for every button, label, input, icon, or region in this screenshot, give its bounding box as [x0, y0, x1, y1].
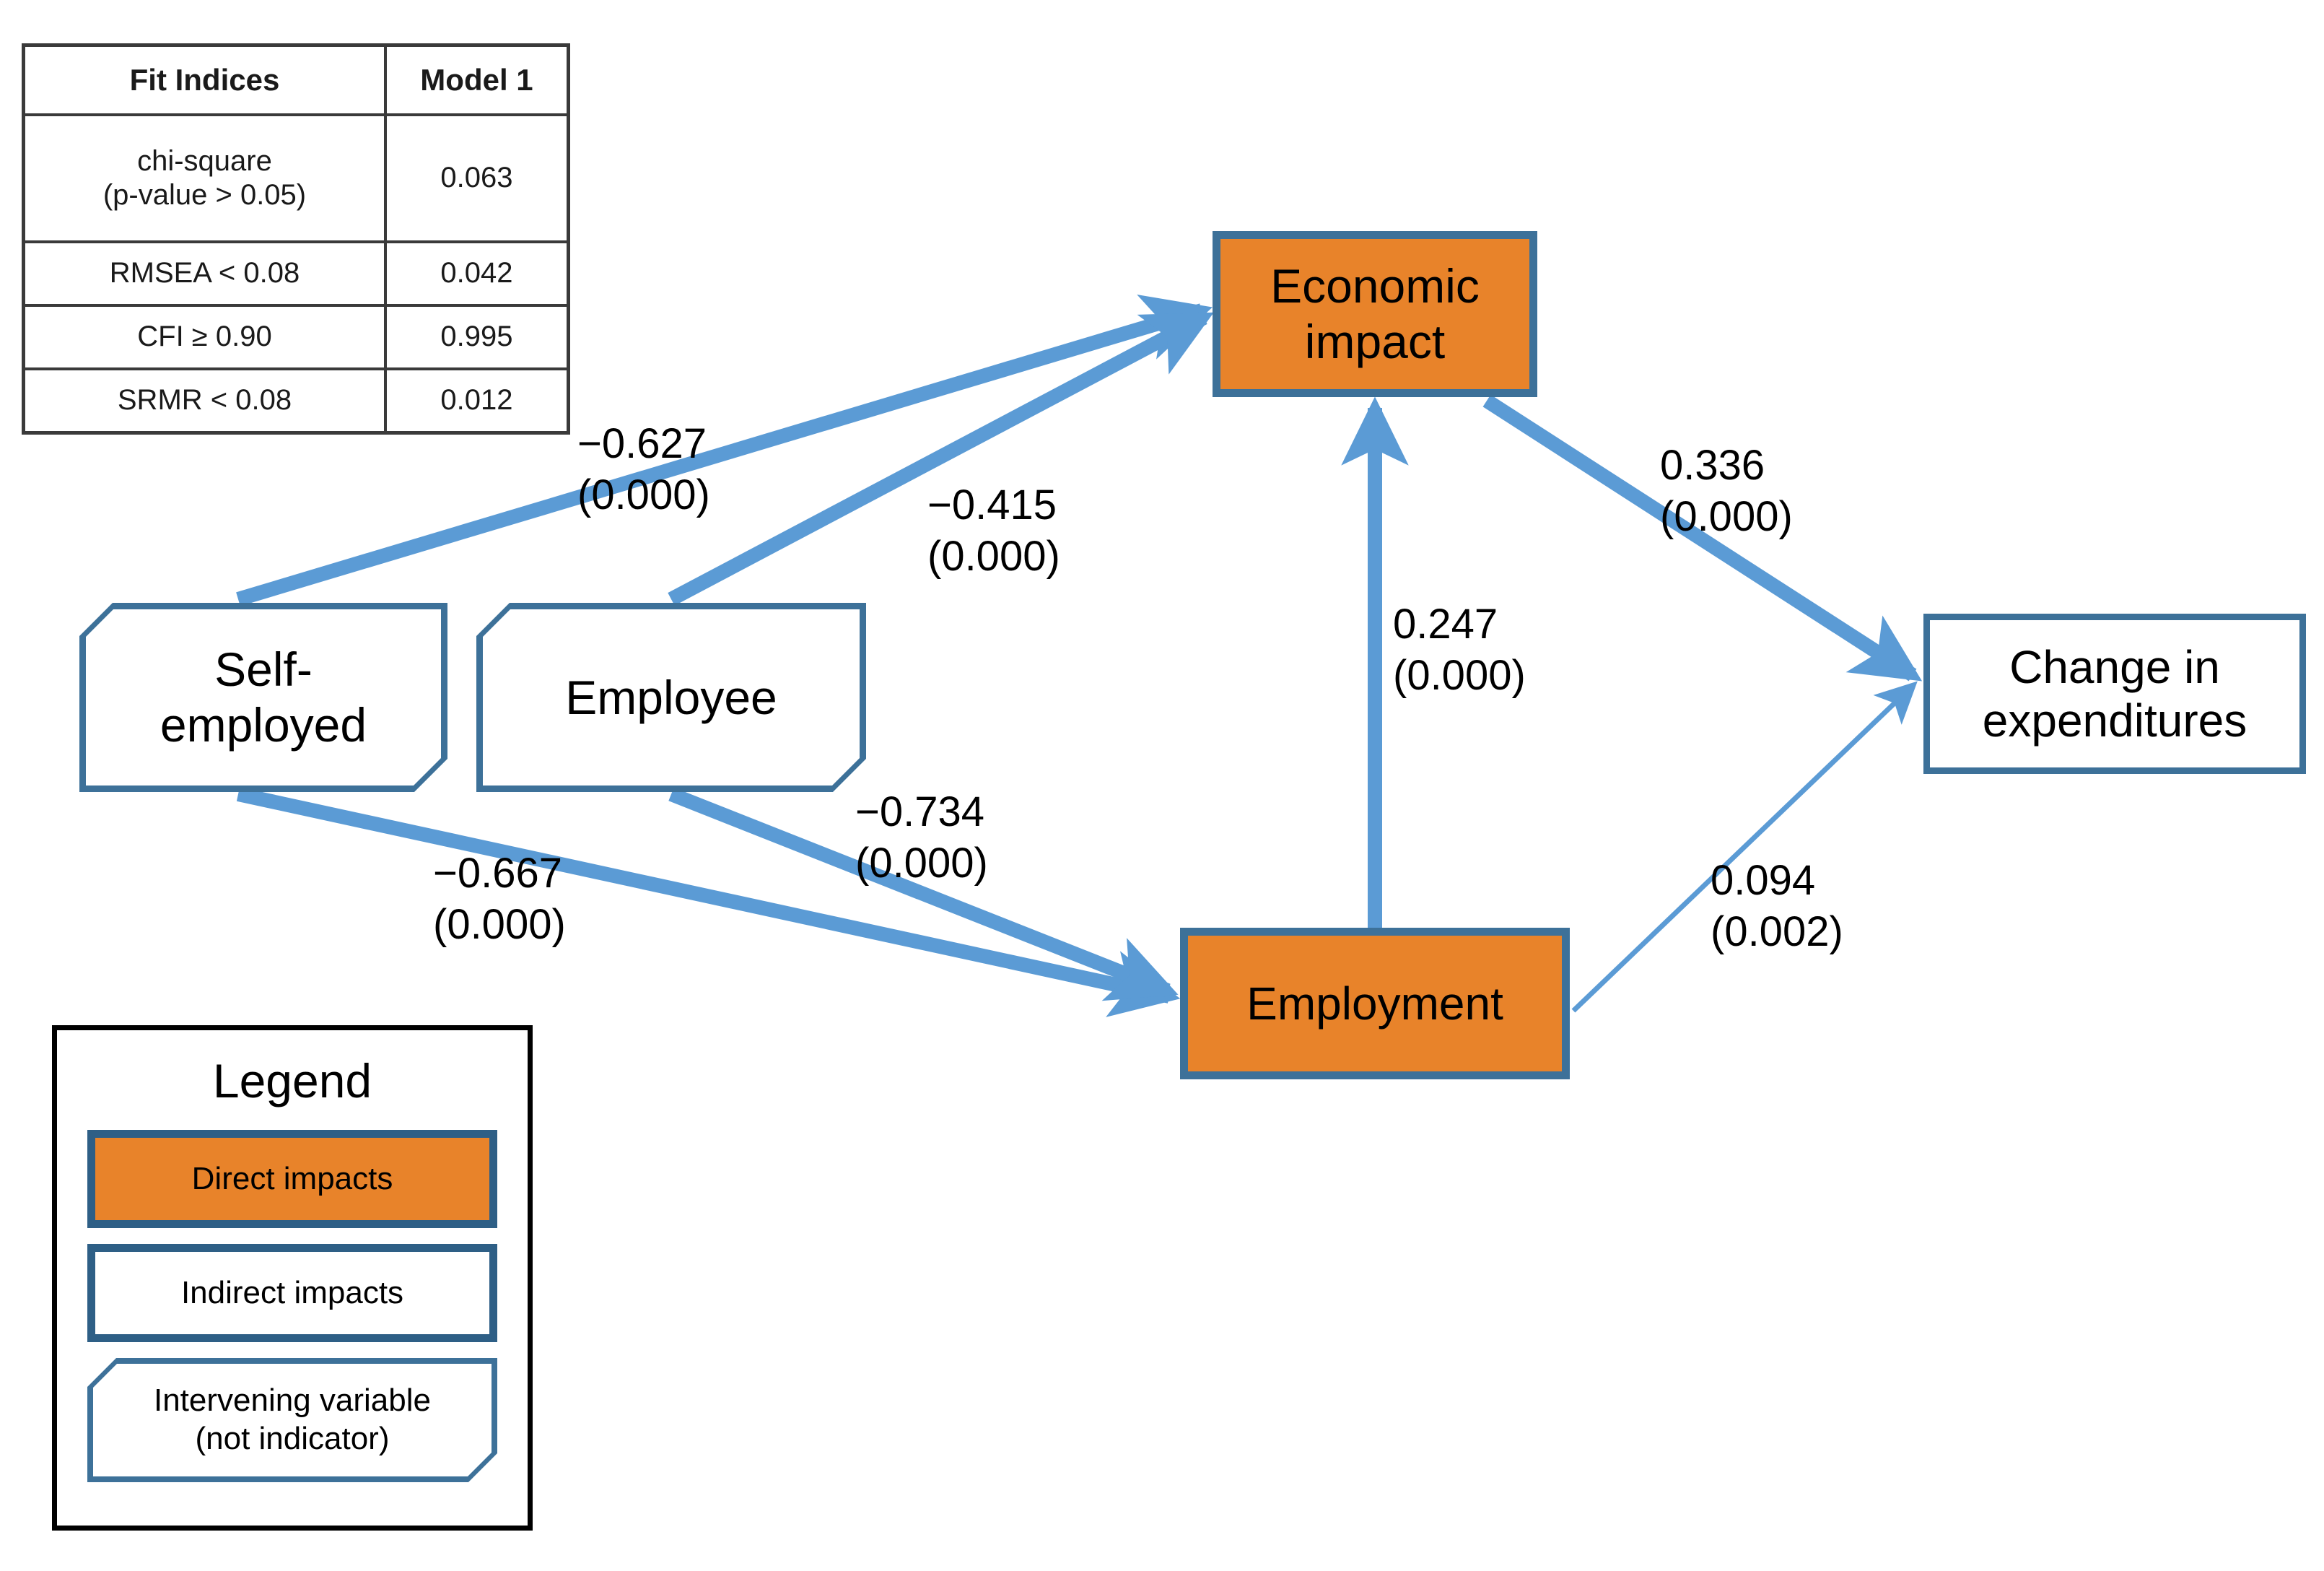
table-row: SRMR < 0.08 0.012 [22, 367, 570, 435]
edge-label-economic-impact-to-change-expenditures: 0.336 (0.000) [1660, 442, 1793, 540]
edge-employment-to-change-expenditures [1571, 681, 1918, 1013]
fit-label-cfi: CFI ≥ 0.90 [22, 304, 387, 370]
fit-value-cfi: 0.995 [383, 304, 570, 370]
edge-label-employee-to-employment: −0.734 (0.000) [855, 788, 988, 887]
node-employee-body: Employee [483, 609, 860, 786]
edge-label-employee-to-economic-impact: −0.415 (0.000) [927, 482, 1060, 580]
table-row: CFI ≥ 0.90 0.995 [22, 304, 570, 370]
legend-item-indirect-impacts-label: Indirect impacts [180, 1274, 404, 1310]
legend-item-direct-impacts: Direct impacts [87, 1130, 497, 1228]
fit-label-chi-square: chi-square (p-value > 0.05) [22, 113, 387, 243]
legend-item-intervening-variable: Intervening variable (not indicator) [87, 1358, 497, 1482]
fit-value-rmsea: 0.042 [383, 240, 570, 307]
table-header-fit-indices: Fit Indices [22, 43, 387, 116]
table-header-row: Fit Indices Model 1 [22, 43, 570, 116]
node-self-employed[interactable]: Self- employed [79, 603, 447, 792]
edge-label-employment-to-change-expenditures: 0.094 (0.002) [1711, 857, 1843, 955]
legend-item-direct-impacts-label: Direct impacts [191, 1160, 393, 1196]
legend-item-intervening-variable-body: Intervening variable (not indicator) [93, 1364, 492, 1476]
legend-item-intervening-variable-label: Intervening variable (not indicator) [153, 1383, 431, 1456]
legend-panel: Legend Direct impacts Indirect impacts I… [52, 1025, 533, 1531]
edge-label-self-employed-to-economic-impact: −0.627 (0.000) [577, 420, 710, 518]
node-economic-impact[interactable]: Economic impact [1213, 231, 1537, 397]
node-change-in-expenditures-label: Change in expenditures [1982, 640, 2247, 747]
edge-label-employment-to-economic-impact: 0.247 (0.000) [1393, 601, 1526, 699]
node-self-employed-body: Self- employed [86, 609, 441, 786]
table-row: chi-square (p-value > 0.05) 0.063 [22, 113, 570, 243]
node-economic-impact-label: Economic impact [1270, 259, 1480, 368]
node-employment[interactable]: Employment [1180, 928, 1570, 1079]
fit-label-rmsea: RMSEA < 0.08 [22, 240, 387, 307]
node-self-employed-label: Self- employed [160, 643, 367, 752]
table-header-model-1: Model 1 [383, 43, 570, 116]
node-employee-label: Employee [565, 670, 777, 724]
node-employee[interactable]: Employee [476, 603, 866, 792]
table-row: RMSEA < 0.08 0.042 [22, 240, 570, 307]
fit-value-srmr: 0.012 [383, 367, 570, 435]
legend-item-indirect-impacts: Indirect impacts [87, 1244, 497, 1342]
edge-self-employed-to-employment [236, 787, 1181, 1017]
edge-label-self-employed-to-employment: −0.667 (0.000) [433, 850, 566, 948]
node-employment-label: Employment [1246, 977, 1503, 1030]
fit-label-srmr: SRMR < 0.08 [22, 367, 387, 435]
fit-value-chi-square: 0.063 [383, 113, 570, 243]
node-change-in-expenditures[interactable]: Change in expenditures [1923, 614, 2306, 774]
fit-indices-table: Fit Indices Model 1 chi-square (p-value … [22, 43, 570, 435]
legend-title: Legend [212, 1054, 372, 1107]
